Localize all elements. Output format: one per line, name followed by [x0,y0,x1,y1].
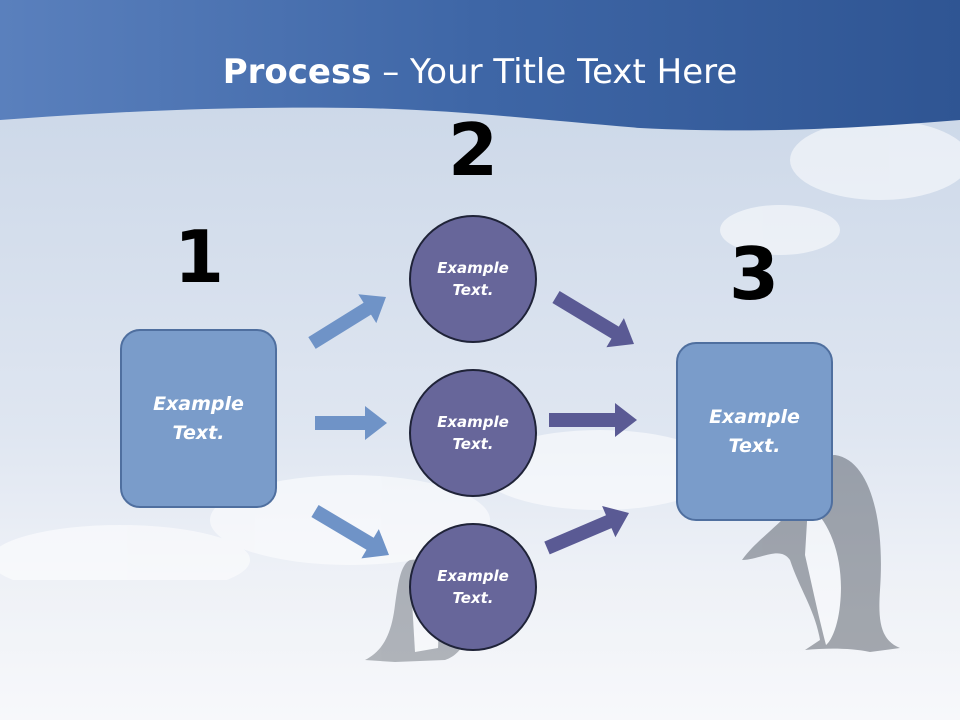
slide-title-rest: – Your Title Text Here [371,52,738,92]
circle-center-line1: Example [437,412,509,431]
slide-title: Process – Your Title Text Here [0,52,960,92]
middle-circle-center[interactable]: Example Text. [409,369,537,497]
arrow-from-center [549,403,637,437]
start-box-line2: Text. [172,421,225,444]
arrow-from-top [552,291,634,348]
start-box-line1: Example [153,393,244,415]
middle-circle-bottom[interactable]: Example Text. [409,523,537,651]
circle-top-line2: Text. [452,281,494,299]
circle-bottom-line1: Example [437,566,509,585]
end-box-line2: Text. [728,434,781,457]
arrow-to-center [315,406,387,440]
header-band [0,0,960,131]
circle-top-line1: Example [437,258,509,277]
arrows-layer [308,291,637,559]
cloud-texture [0,120,960,595]
end-box-line1: Example [709,406,800,428]
step-number-3: 3 [728,232,780,316]
step-number-1: 1 [173,215,225,299]
arrow-from-bottom [544,506,629,555]
step-number-2: 2 [447,108,499,192]
arrow-to-bottom [311,505,389,559]
slide-title-bold: Process [222,52,372,92]
penguin-right [742,455,900,652]
middle-circle-top[interactable]: Example Text. [409,215,537,343]
circle-bottom-line2: Text. [452,589,494,607]
start-box[interactable]: Example Text. [120,329,277,508]
arrow-to-top [308,294,386,349]
circle-center-line2: Text. [452,435,494,453]
end-box[interactable]: Example Text. [676,342,833,521]
